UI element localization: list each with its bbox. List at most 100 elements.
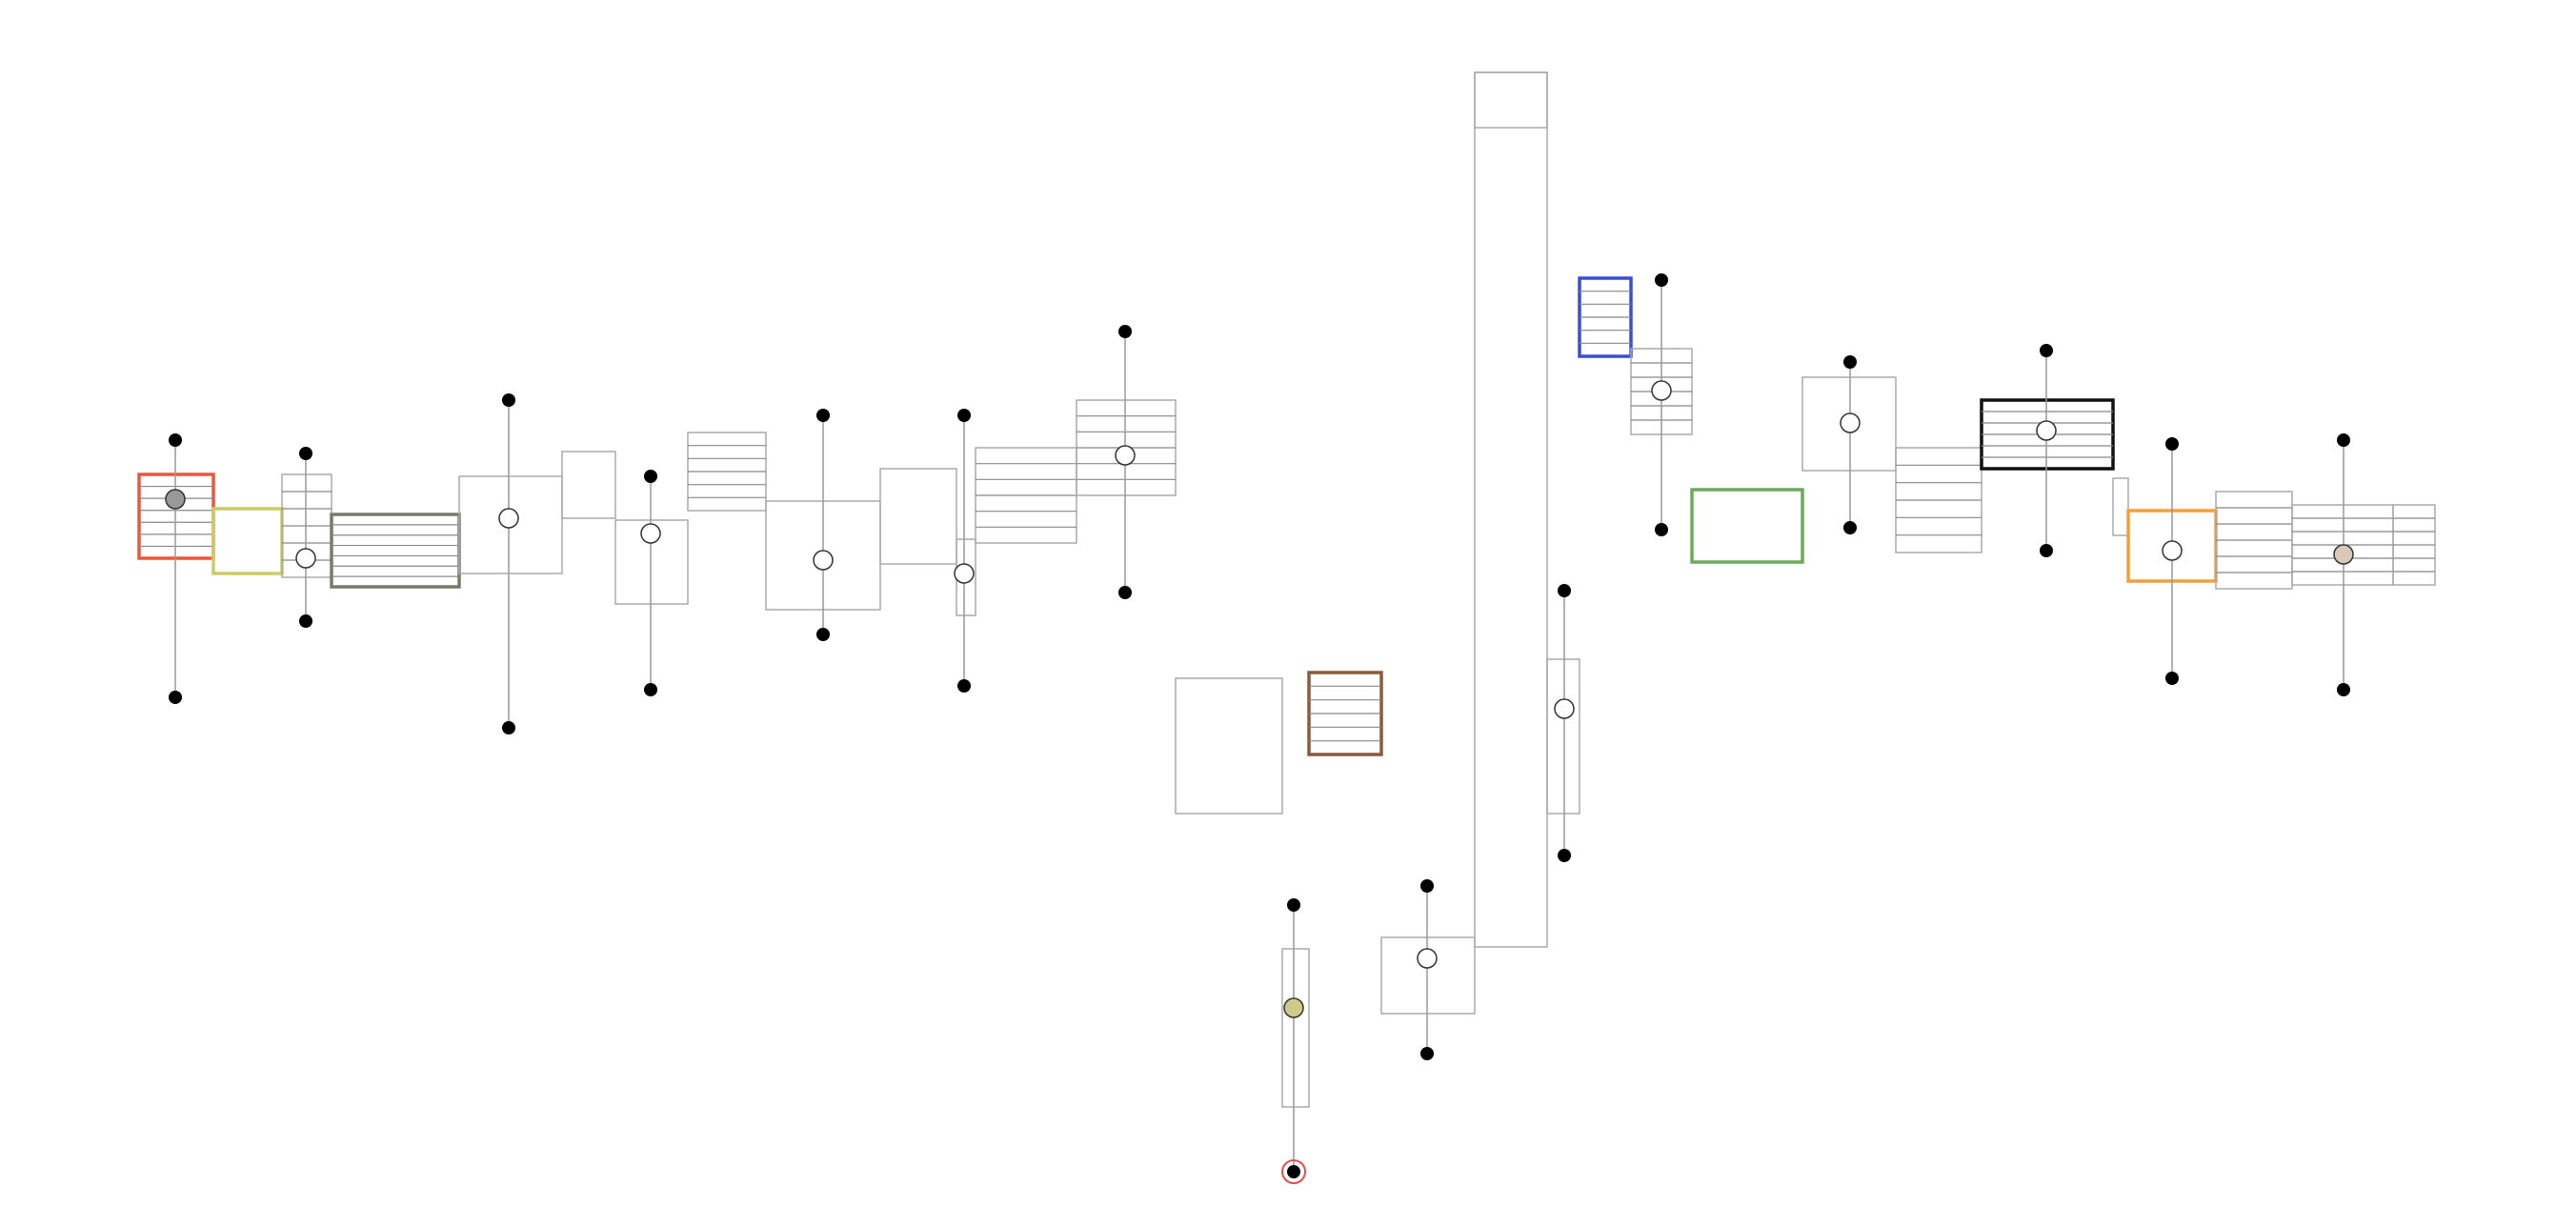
block-b28 bbox=[2215, 491, 2293, 590]
value-marker-m01 bbox=[165, 489, 186, 510]
block-b07 bbox=[614, 519, 689, 605]
block-b25 bbox=[1980, 398, 2115, 471]
value-marker-m08 bbox=[1283, 997, 1304, 1018]
whisker-m04 bbox=[644, 470, 657, 696]
block-b01 bbox=[137, 473, 215, 560]
block-b18 bbox=[1474, 71, 1548, 129]
block-outline bbox=[137, 473, 215, 560]
block-b02 bbox=[211, 507, 284, 575]
block-b24 bbox=[1895, 447, 1982, 553]
whisker-m08 bbox=[1287, 898, 1300, 1178]
whisker-endpoint bbox=[1558, 849, 1571, 862]
whisker-m01 bbox=[169, 433, 182, 704]
whisker-m05 bbox=[816, 409, 830, 641]
block-outline bbox=[879, 468, 957, 565]
value-marker-m12 bbox=[1840, 412, 1861, 433]
block-outline bbox=[1546, 658, 1580, 815]
block-outline bbox=[1281, 948, 1310, 1108]
whisker-endpoint bbox=[2040, 344, 2053, 357]
block-outline bbox=[2112, 477, 2129, 536]
whisker-m15 bbox=[2337, 433, 2350, 696]
value-marker-m03 bbox=[498, 508, 519, 529]
whisker-endpoint bbox=[816, 409, 830, 422]
value-marker-m02 bbox=[295, 548, 316, 569]
whisker-m09 bbox=[1420, 879, 1434, 1060]
whisker-endpoint bbox=[1118, 586, 1132, 599]
whisker-endpoint bbox=[1843, 521, 1857, 534]
whisker-m11 bbox=[1655, 273, 1668, 536]
block-b14 bbox=[1175, 677, 1283, 815]
block-b23 bbox=[1801, 376, 1897, 472]
value-marker-m09 bbox=[1417, 948, 1438, 969]
block-b20 bbox=[1578, 276, 1633, 358]
value-marker-m06 bbox=[954, 563, 975, 584]
block-outline bbox=[1801, 376, 1897, 472]
block-b30 bbox=[2392, 504, 2436, 586]
whisker-endpoint bbox=[2337, 683, 2350, 696]
whisker-endpoint bbox=[169, 691, 182, 704]
whisker-endpoint bbox=[1558, 584, 1571, 597]
markers-layer bbox=[165, 380, 2354, 1184]
whisker-endpoint bbox=[2337, 433, 2350, 447]
block-outline bbox=[614, 519, 689, 605]
bottom-ringed-marker bbox=[1281, 1159, 1306, 1184]
whisker-m14 bbox=[2165, 437, 2179, 685]
block-b19 bbox=[1546, 658, 1580, 815]
whisker-endpoint bbox=[2040, 544, 2053, 557]
block-b04 bbox=[330, 513, 461, 589]
value-marker-m07 bbox=[1115, 445, 1136, 466]
whisker-endpoint bbox=[1287, 898, 1300, 912]
whisker-endpoint bbox=[1843, 355, 1857, 369]
block-b13 bbox=[1076, 399, 1177, 496]
whisker-endpoint bbox=[299, 614, 312, 628]
whisker-m12 bbox=[1843, 355, 1857, 534]
whisker-endpoint bbox=[1655, 273, 1668, 287]
value-marker-m13 bbox=[2036, 420, 2057, 441]
block-b05 bbox=[458, 475, 563, 574]
block-b16 bbox=[1307, 671, 1383, 756]
whisker-m03 bbox=[502, 393, 515, 734]
whisker-endpoint bbox=[644, 470, 657, 483]
whisker-endpoint bbox=[957, 409, 971, 422]
block-b12 bbox=[975, 447, 1077, 544]
whisker-m10 bbox=[1558, 584, 1571, 862]
whisker-endpoint bbox=[1655, 523, 1668, 536]
whisker-endpoint bbox=[816, 628, 830, 641]
whisker-endpoint bbox=[957, 679, 971, 693]
block-outline bbox=[1175, 677, 1283, 815]
block-outline bbox=[561, 451, 616, 519]
block-b10 bbox=[879, 468, 957, 565]
whisker-endpoint bbox=[1420, 879, 1434, 893]
whisker-endpoint bbox=[644, 683, 657, 696]
whisker-endpoint bbox=[1287, 1165, 1300, 1178]
value-marker-m05 bbox=[813, 550, 834, 571]
marker-ring bbox=[1281, 1159, 1306, 1184]
block-b22 bbox=[1690, 488, 1804, 564]
block-outline bbox=[1474, 71, 1548, 129]
whisker-endpoint bbox=[502, 393, 515, 407]
whisker-endpoint bbox=[2165, 672, 2179, 685]
whiskers-layer bbox=[169, 273, 2350, 1178]
block-outline bbox=[1690, 488, 1804, 564]
whisker-endpoint bbox=[169, 433, 182, 447]
block-outline bbox=[458, 475, 563, 574]
value-marker-m10 bbox=[1554, 698, 1575, 719]
whisker-m02 bbox=[299, 447, 312, 628]
value-marker-m11 bbox=[1651, 380, 1672, 401]
block-outline bbox=[1380, 936, 1476, 1015]
value-marker-m14 bbox=[2162, 540, 2183, 561]
whisker-endpoint bbox=[2165, 437, 2179, 451]
block-b26 bbox=[2112, 477, 2129, 536]
block-b08 bbox=[687, 432, 767, 512]
whisker-m06 bbox=[957, 409, 971, 693]
tall-column-box bbox=[1474, 71, 1548, 948]
value-marker-m15 bbox=[2333, 544, 2354, 565]
value-marker-m04 bbox=[640, 523, 661, 544]
whisker-endpoint bbox=[1420, 1047, 1434, 1060]
block-outline bbox=[211, 507, 284, 575]
whisker-endpoint bbox=[502, 721, 515, 734]
block-b15 bbox=[1281, 948, 1310, 1108]
whisker-endpoint bbox=[1118, 325, 1132, 338]
boxes-layer bbox=[137, 71, 2436, 1108]
